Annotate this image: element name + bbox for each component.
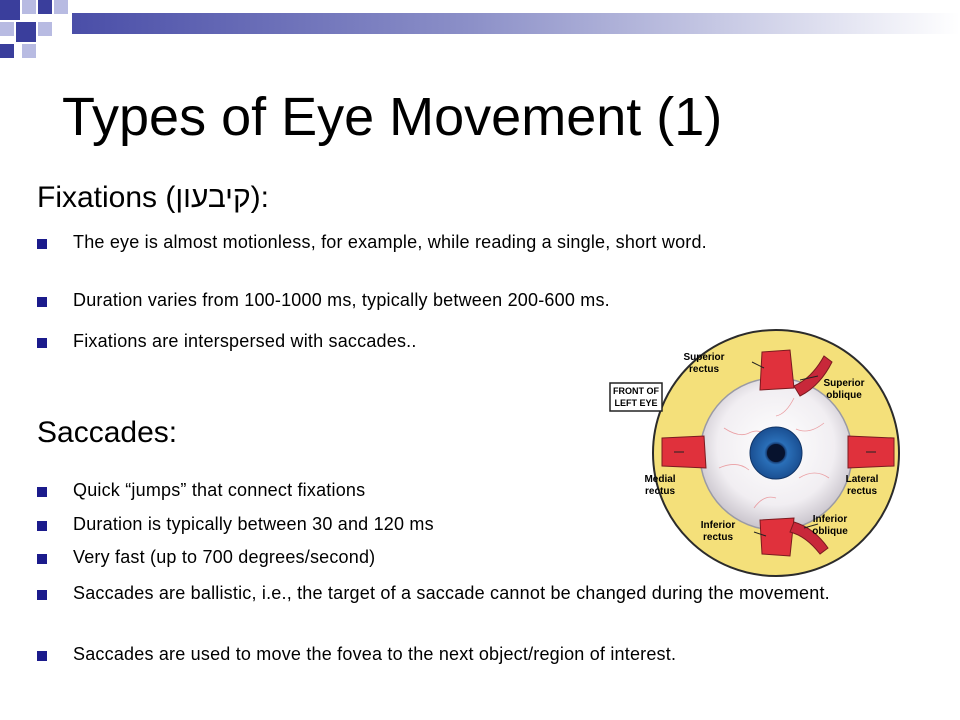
superior-rectus-muscle [759, 349, 795, 391]
bullet-marker [37, 651, 47, 661]
saccades-bullet-2: Duration is typically between 30 and 120… [73, 514, 434, 534]
saccades-heading: Saccades: [37, 416, 178, 449]
inferior-rectus-muscle [759, 517, 795, 557]
label-inferior-oblique-2: oblique [812, 526, 848, 537]
label-inferior-rectus-2: rectus [703, 532, 733, 543]
deco-square-5 [0, 22, 14, 36]
label-superior-rectus-2: rectus [689, 364, 719, 375]
bullet-marker [37, 554, 47, 564]
deco-square-4 [54, 0, 68, 14]
label-lateral-rectus-2: rectus [847, 486, 877, 497]
fixations-bullet-2: Duration varies from 100-1000 ms, typica… [73, 290, 610, 310]
label-lateral-rectus-1: Lateral [846, 474, 879, 485]
saccades-bullet-4: Saccades are ballistic, i.e., the target… [73, 583, 830, 603]
front-of-left-eye-box [609, 382, 663, 412]
deco-square-9 [0, 44, 14, 58]
deco-square-3 [38, 0, 52, 14]
pupil [767, 444, 785, 462]
bullet-marker [37, 338, 47, 348]
leader-lines [674, 361, 876, 537]
bullet-marker [37, 297, 47, 307]
label-inferior-oblique-1: Inferior [813, 514, 848, 525]
fixations-bullet-1: The eye is almost motionless, for exampl… [73, 232, 707, 252]
saccades-bullet-1: Quick “jumps” that connect fixations [73, 480, 366, 500]
bullet-marker [37, 239, 47, 249]
fixations-bullet-3: Fixations are interspersed with saccades… [73, 331, 417, 351]
fixations-heading: Fixations (קיבעון): [37, 181, 269, 214]
eye-muscles-diagram: FRONT OF LEFT EYE Superior rectus Superi… [609, 329, 900, 577]
header-gradient-bar [72, 13, 960, 34]
label-superior-rectus-1: Superior [683, 352, 724, 363]
label-medial-rectus-1: Medial [644, 474, 675, 485]
bullet-marker [37, 590, 47, 600]
deco-square-1 [0, 0, 20, 20]
deco-square-8 [22, 44, 36, 58]
bullet-marker [37, 487, 47, 497]
slide-title: Types of Eye Movement (1) [62, 87, 723, 147]
saccades-bullet-3: Very fast (up to 700 degrees/second) [73, 547, 376, 567]
deco-square-2 [22, 0, 36, 14]
bullet-marker [37, 521, 47, 531]
deco-square-7 [38, 22, 52, 36]
label-superior-oblique-2: oblique [826, 390, 862, 401]
box-label-line2: LEFT EYE [614, 398, 657, 408]
saccades-bullet-5: Saccades are used to move the fovea to t… [73, 644, 677, 664]
eyeball-veins [718, 397, 830, 509]
label-superior-oblique-1: Superior [823, 378, 864, 389]
box-label-line1: FRONT OF [613, 386, 659, 396]
label-medial-rectus-2: rectus [645, 486, 675, 497]
deco-square-6 [16, 22, 36, 42]
label-inferior-rectus-1: Inferior [701, 520, 736, 531]
